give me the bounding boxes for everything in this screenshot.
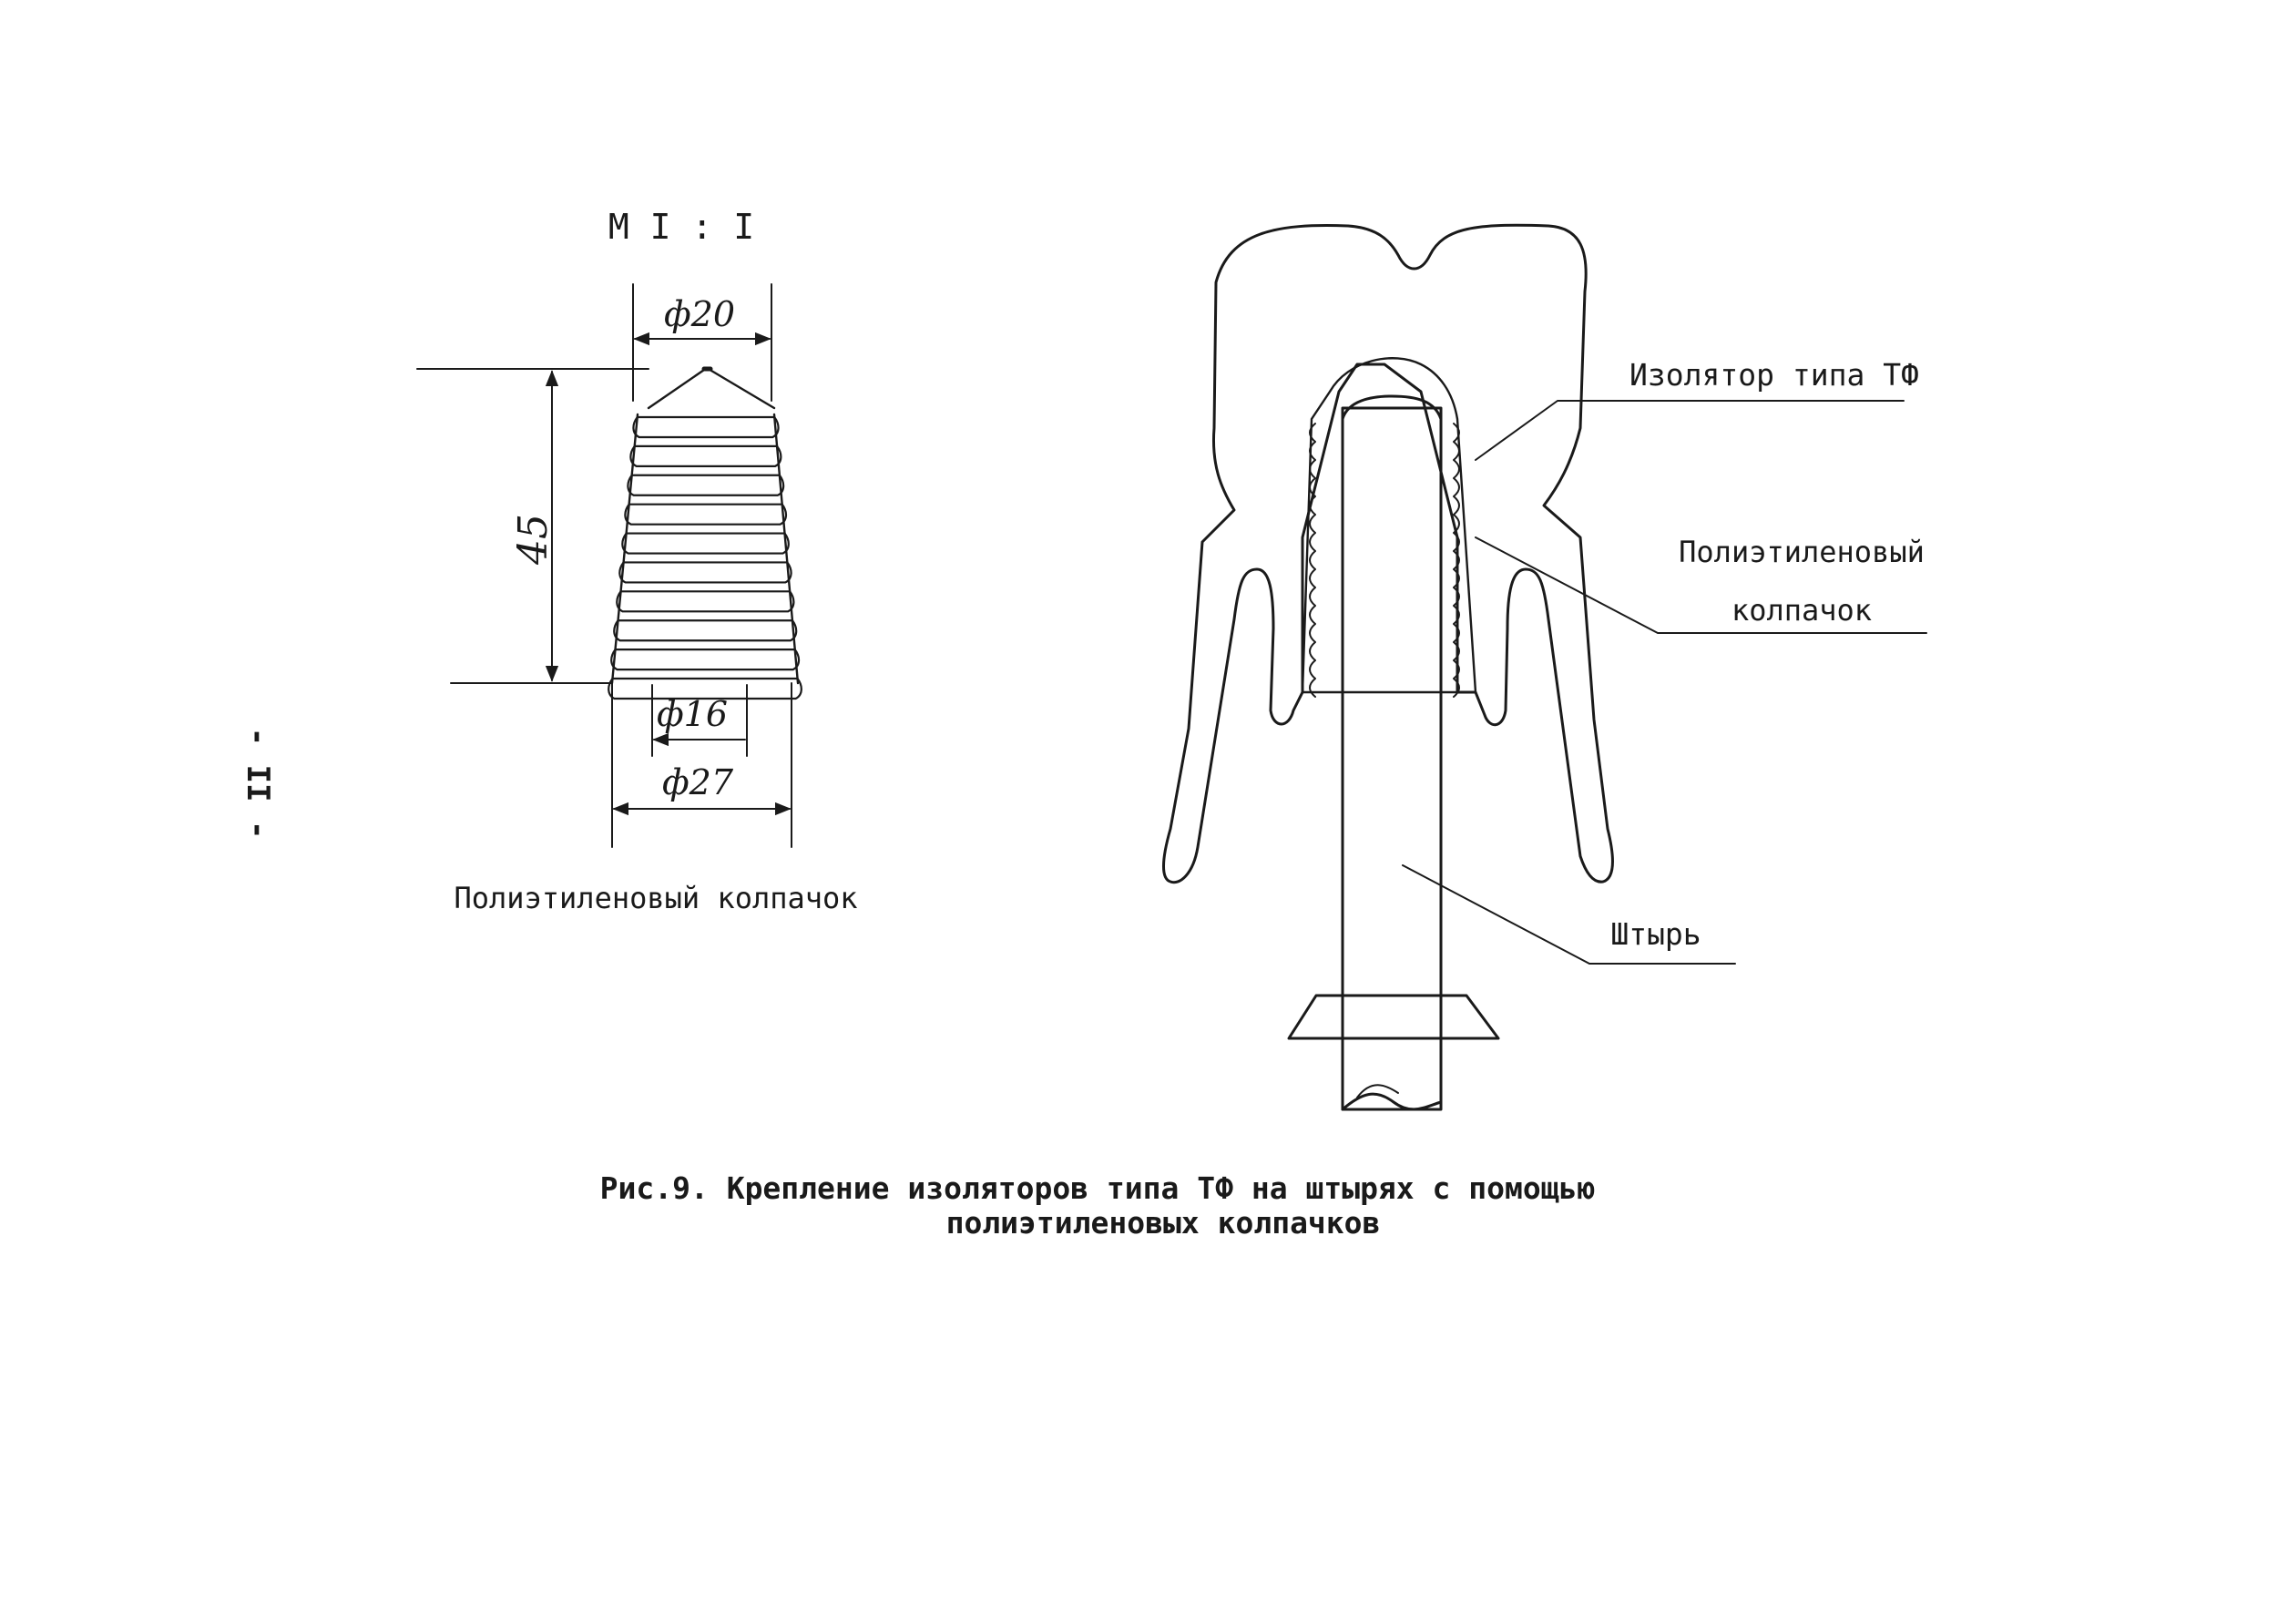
thread-ridge <box>624 503 788 526</box>
thread-ridge <box>632 415 780 439</box>
cap-threads <box>608 415 802 700</box>
pin-washer <box>1287 994 1500 1040</box>
figure-caption-line1: Рис.9. Крепление изоляторов типа ТФ на ш… <box>600 1170 1596 1206</box>
cap-detail-drawing: M I : I ф20 45 ф16 ф27 Полиэтиленовый ко… <box>416 207 858 915</box>
thread-ridge <box>618 561 792 584</box>
dim-top-label: ф20 <box>664 294 735 334</box>
dim-bottom-label: ф27 <box>662 762 734 802</box>
page-number: - II - <box>240 728 276 840</box>
thread-ridge <box>616 590 795 613</box>
dim-height-label: 45 <box>510 514 557 566</box>
thread-ridge <box>627 474 785 496</box>
insulator-assembly-drawing: Изолятор типа ТФ Полиэтиленовый колпачок… <box>1162 223 1927 1111</box>
label-cap-line1: Полиэтиленовый <box>1679 535 1925 569</box>
cap-caption: Полиэтиленовый колпачок <box>454 881 857 915</box>
scale-label: M I : I <box>608 207 754 247</box>
thread-ridge <box>629 444 782 467</box>
thread-ridge <box>608 677 802 700</box>
poly-cap <box>1301 357 1477 694</box>
thread-ridge <box>610 649 801 671</box>
figure-caption-line2: полиэтиленовых колпачков <box>946 1205 1381 1241</box>
pin-shaft <box>1341 406 1443 1111</box>
dim-inner-label: ф16 <box>657 694 728 734</box>
insulator-body <box>1162 223 1614 884</box>
thread-ridge <box>613 619 798 642</box>
label-pin: Штырь <box>1610 916 1701 952</box>
label-cap-line2: колпачок <box>1731 593 1872 628</box>
thread-ridge <box>621 532 790 555</box>
label-insulator: Изолятор типа ТФ <box>1629 357 1919 393</box>
